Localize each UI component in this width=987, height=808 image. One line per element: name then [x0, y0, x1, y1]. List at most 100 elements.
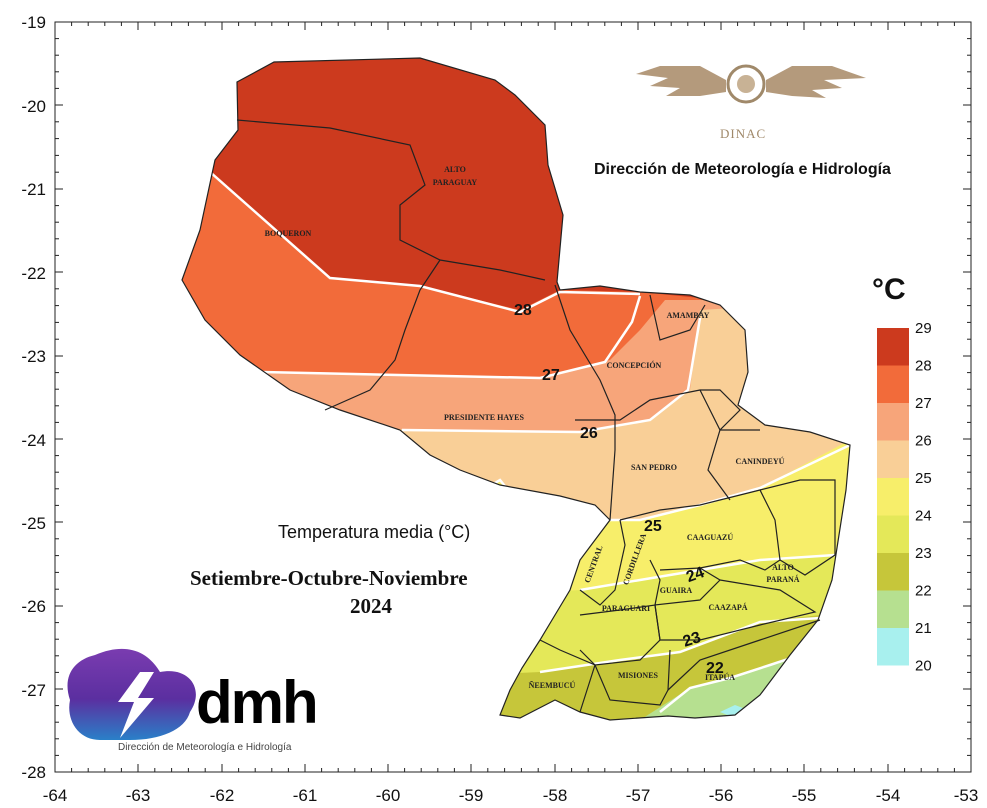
isotherm-label-24: 24 — [684, 564, 707, 586]
y-tick-label: -27 — [21, 681, 46, 700]
border-misiones — [594, 649, 671, 706]
dept-label-canindeyu: CANINDEYÚ — [736, 456, 785, 466]
legend-label: 21 — [915, 620, 932, 637]
border-concepcion-amambay — [649, 294, 706, 341]
y-tick-label: -26 — [21, 597, 46, 616]
legend-label: 20 — [915, 658, 932, 675]
y-axis-labels: -19 -20 -21 -22 -23 -24 -25 -26 -27 -28 — [21, 13, 46, 782]
isotherm-27 — [261, 295, 642, 380]
dept-label-itapua: ITAPÚA — [705, 672, 735, 682]
country-outline — [181, 57, 851, 721]
dmh-lightning-icon — [118, 672, 154, 738]
y-tick-label: -19 — [21, 13, 46, 32]
legend-label: 22 — [915, 583, 932, 600]
dept-label-alto-parana: ALTO — [772, 563, 794, 572]
dept-label-presidente-hayes: PRESIDENTE HAYES — [444, 413, 525, 422]
band-22-23 — [182, 615, 850, 720]
tick-marks — [54, 21, 972, 773]
dept-label-paraguari: PARAGUARI — [602, 604, 650, 613]
isotherm-label-26: 26 — [580, 425, 598, 442]
x-tick-label: -54 — [876, 786, 901, 805]
dept-label-alto-parana: PARANÁ — [766, 574, 799, 584]
legend-label: 27 — [915, 395, 932, 412]
legend-label: 25 — [915, 470, 932, 487]
border-caaguazu — [619, 489, 781, 571]
dept-label-alto-paraguay: ALTO — [444, 165, 466, 174]
y-tick-label: -24 — [21, 431, 46, 450]
border-sanpedro-canindeyu — [699, 389, 760, 431]
period-label: Setiembre-Octubre-Noviembre — [190, 566, 468, 590]
isotherm-24 — [579, 553, 836, 592]
y-tick-label: -28 — [21, 763, 46, 782]
emblem-left-wing — [636, 66, 726, 96]
dinac-emblem — [636, 64, 866, 104]
legend-swatch — [877, 365, 909, 403]
y-tick-label: -25 — [21, 514, 46, 533]
y-tick-label: -22 — [21, 264, 46, 283]
dept-label-concepcion: CONCEPCIÓN — [607, 360, 662, 370]
border-boqueron-hayes — [324, 259, 441, 411]
dept-label-guaira: GUAIRA — [660, 586, 693, 595]
dmh-logo-text: dmh — [196, 669, 319, 736]
legend-swatch — [877, 403, 909, 441]
isotherm-label-22: 22 — [706, 660, 724, 677]
legend-swatch — [877, 590, 909, 628]
legend-label: 23 — [915, 545, 932, 562]
x-tick-label: -62 — [210, 786, 235, 805]
isotherm-labels: 28 27 26 25 24 23 22 — [514, 302, 724, 677]
isotherm-28 — [209, 171, 641, 314]
y-tick-label: -23 — [21, 347, 46, 366]
map-frame — [54, 21, 972, 773]
legend-unit: °C — [872, 273, 906, 306]
x-tick-label: -60 — [376, 786, 401, 805]
border-hayes-concepcion — [554, 284, 616, 521]
dept-label-neembucu: ÑEEMBUCÚ — [529, 680, 576, 690]
legend-label: 26 — [915, 433, 932, 450]
map-title: Temperatura media (°C) — [278, 522, 471, 542]
legend-swatch — [877, 515, 909, 553]
border-itapua — [667, 619, 821, 691]
x-axis-labels: -64 -63 -62 -61 -60 -59 -58 -57 -56 -55 … — [43, 786, 979, 805]
border-neembucu — [539, 639, 596, 713]
emblem-right-wing — [766, 66, 866, 98]
dept-label-boqueron: BOQUERON — [265, 229, 312, 238]
legend-label: 29 — [915, 320, 932, 337]
border-boqueron-altoparaguay — [236, 119, 546, 281]
legend-swatch — [877, 628, 909, 666]
border-cordillera-central — [579, 519, 626, 606]
dept-label-misiones: MISIONES — [618, 671, 659, 680]
dept-label-san-pedro: SAN PEDRO — [631, 463, 677, 472]
x-tick-label: -59 — [459, 786, 484, 805]
isotherm-label-23: 23 — [681, 629, 703, 651]
x-tick-label: -63 — [126, 786, 151, 805]
legend-swatch — [877, 328, 909, 366]
dmh-logo-mark — [67, 648, 196, 740]
legend-swatch — [877, 553, 909, 591]
legend-label: 28 — [915, 358, 932, 375]
y-tick-label: -21 — [21, 180, 46, 199]
x-tick-label: -53 — [954, 786, 979, 805]
legend-label: 24 — [915, 508, 932, 525]
border-altoparana — [759, 479, 836, 576]
dinac-logo-text: DINAC — [720, 126, 767, 141]
dmh-logo-subtitle: Dirección de Meteorología e Hidrología — [118, 742, 292, 753]
dept-label-caaguazu: CAAGUAZÚ — [687, 532, 733, 542]
isotherm-label-25: 25 — [644, 518, 662, 535]
x-tick-label: -58 — [543, 786, 568, 805]
border-guaira — [649, 559, 721, 606]
x-tick-label: -55 — [792, 786, 817, 805]
emblem-seal-inner — [737, 75, 755, 93]
emblem-seal — [726, 64, 766, 104]
x-tick-label: -56 — [709, 786, 734, 805]
isotherm-label-27: 27 — [542, 367, 560, 384]
department-borders — [181, 57, 851, 721]
border-concepcion-sanpedro — [575, 389, 741, 501]
dept-label-alto-paraguay: PARAGUAY — [433, 178, 478, 187]
year-label: 2024 — [350, 594, 392, 618]
color-legend: 29 28 27 26 25 24 23 22 21 20 — [877, 320, 932, 675]
x-tick-label: -64 — [43, 786, 68, 805]
isotherm-label-28: 28 — [514, 302, 532, 319]
isotherm-22 — [659, 653, 801, 713]
x-tick-label: -57 — [626, 786, 651, 805]
